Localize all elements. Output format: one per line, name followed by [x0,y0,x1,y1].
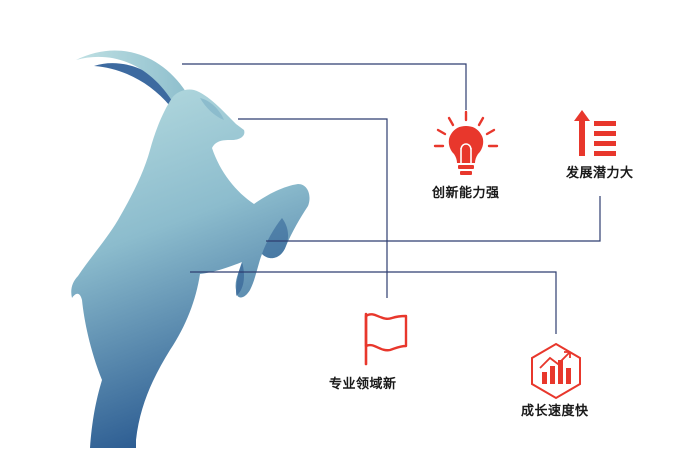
innovation-label: 创新能力强 [432,186,500,201]
domain-label: 专业领域新 [329,377,397,392]
connector-innovation [182,63,467,110]
connector-lines [182,63,601,334]
lightbulb-icon [433,110,499,175]
growth-chart-icon [531,342,581,400]
connector-potential [266,196,601,242]
connector-domain [238,118,388,298]
growth-label: 成长速度快 [521,404,589,419]
arrow-up-list-icon [574,110,616,156]
goat-silhouette [71,50,310,449]
potential-label: 发展潜力大 [566,166,634,181]
connector-growth [190,271,557,334]
flag-icon [364,312,408,366]
